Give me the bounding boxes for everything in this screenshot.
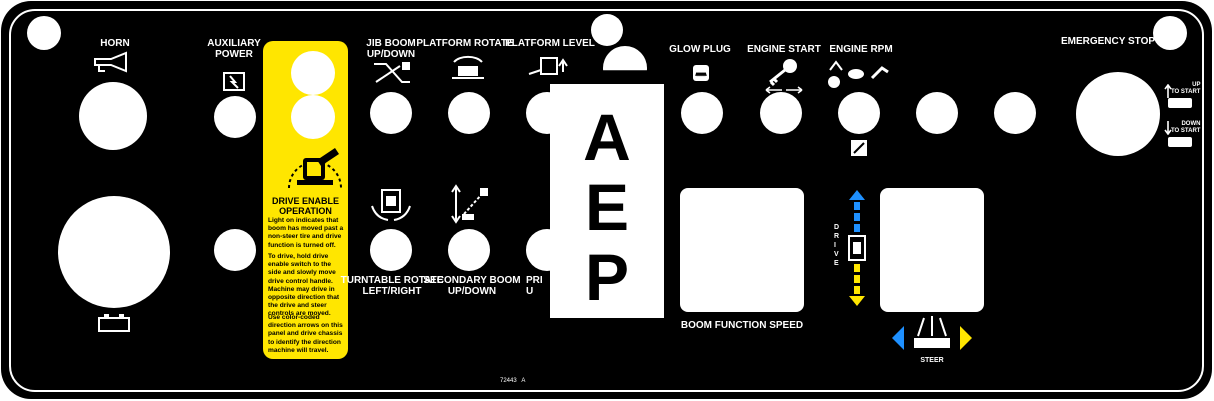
down-arrow-icon xyxy=(1164,121,1172,135)
primary-boom-label: PRI U xyxy=(526,275,543,297)
drive-steer-controller[interactable] xyxy=(880,188,984,312)
horn-label: HORN xyxy=(100,38,130,49)
engine-rpm-sub-icon xyxy=(851,140,867,156)
jib-boom-button[interactable] xyxy=(370,92,412,134)
horn-button[interactable] xyxy=(79,82,147,150)
platform-rotate-button[interactable] xyxy=(448,92,490,134)
glow-plug-label: GLOW PLUG xyxy=(669,44,731,55)
auxiliary-button-1[interactable] xyxy=(916,92,958,134)
aep-letter-e: E xyxy=(584,170,630,244)
primary-boom-button[interactable] xyxy=(526,229,568,271)
aep-letter-p: P xyxy=(584,240,630,314)
drive-label: D R I V E xyxy=(834,224,840,267)
boom-function-speed-controller[interactable] xyxy=(680,188,804,312)
down-to-start-label: DOWN TO START xyxy=(1171,121,1201,134)
auxiliary-power-label: AUXILIARY POWER xyxy=(207,38,261,60)
platform-rotate-icon xyxy=(452,55,484,79)
drive-enable-text-2: To drive, hold drive enable switch to th… xyxy=(268,253,340,318)
emergency-stop-button[interactable] xyxy=(1076,72,1160,156)
platform-rotate-label: PLATFORM ROTATE xyxy=(416,38,514,49)
jib-boom-label: JIB BOOM UP/DOWN xyxy=(366,38,416,60)
drive-enable-light-upper xyxy=(291,51,335,95)
aep-letter-a: A xyxy=(583,100,631,174)
engine-start-icon xyxy=(765,59,803,94)
drive-enable-button[interactable] xyxy=(214,229,256,271)
auxiliary-power-icon xyxy=(223,72,245,91)
platform-level-icon xyxy=(528,57,568,75)
glow-plug-icon xyxy=(693,65,709,81)
drive-enable-light-lower[interactable] xyxy=(291,95,335,139)
drive-direction-icon xyxy=(848,190,866,306)
panel-border xyxy=(9,9,1204,392)
turntable-rotate-label: TURNTABLE ROTATE LEFT/RIGHT xyxy=(340,275,444,297)
battery-icon xyxy=(98,314,130,332)
engine-start-label: ENGINE START xyxy=(747,44,821,55)
down-to-start-pad xyxy=(1168,137,1192,147)
key-switch-hole[interactable] xyxy=(58,196,170,308)
mount-hole-top-left xyxy=(27,16,61,50)
turntable-rotate-button[interactable] xyxy=(370,229,412,271)
secondary-boom-icon xyxy=(451,184,488,224)
mount-hole-top-center xyxy=(591,14,623,46)
up-arrow-icon xyxy=(1164,84,1172,98)
horn-icon xyxy=(94,51,127,73)
platform-level-label: PLATFORM LEVEL xyxy=(505,38,595,49)
part-number: 72443 A xyxy=(500,378,526,384)
emergency-stop-label: EMERGENCY STOP xyxy=(1060,36,1156,47)
boom-function-speed-label: BOOM FUNCTION SPEED xyxy=(680,320,804,331)
engine-rpm-label: ENGINE RPM xyxy=(829,44,893,55)
up-to-start-label: UP TO START xyxy=(1171,82,1201,95)
aep-label-plate: A E P xyxy=(550,84,664,318)
glow-plug-button[interactable] xyxy=(681,92,723,134)
drive-enable-text-3: Use color-coded direction arrows on this… xyxy=(268,314,343,354)
drive-enable-title: DRIVE ENABLE OPERATION xyxy=(271,196,339,216)
engine-rpm-button[interactable] xyxy=(838,92,880,134)
mount-hole-top-right xyxy=(1153,16,1187,50)
secondary-boom-button[interactable] xyxy=(448,229,490,271)
steer-label: STEER xyxy=(920,357,944,364)
engine-rpm-icon xyxy=(828,60,889,88)
drive-enable-icon xyxy=(288,148,342,189)
jib-boom-icon xyxy=(374,62,410,83)
turntable-rotate-icon xyxy=(371,189,411,221)
engine-start-button[interactable] xyxy=(760,92,802,134)
auxiliary-button-2[interactable] xyxy=(994,92,1036,134)
steer-direction-icon xyxy=(892,316,972,350)
drive-enable-text-1: Light on indicates that boom has moved p… xyxy=(268,217,344,249)
auxiliary-power-button[interactable] xyxy=(214,96,256,138)
secondary-boom-label: SECONDARY BOOM UP/DOWN xyxy=(423,275,521,297)
up-to-start-pad xyxy=(1168,98,1192,108)
